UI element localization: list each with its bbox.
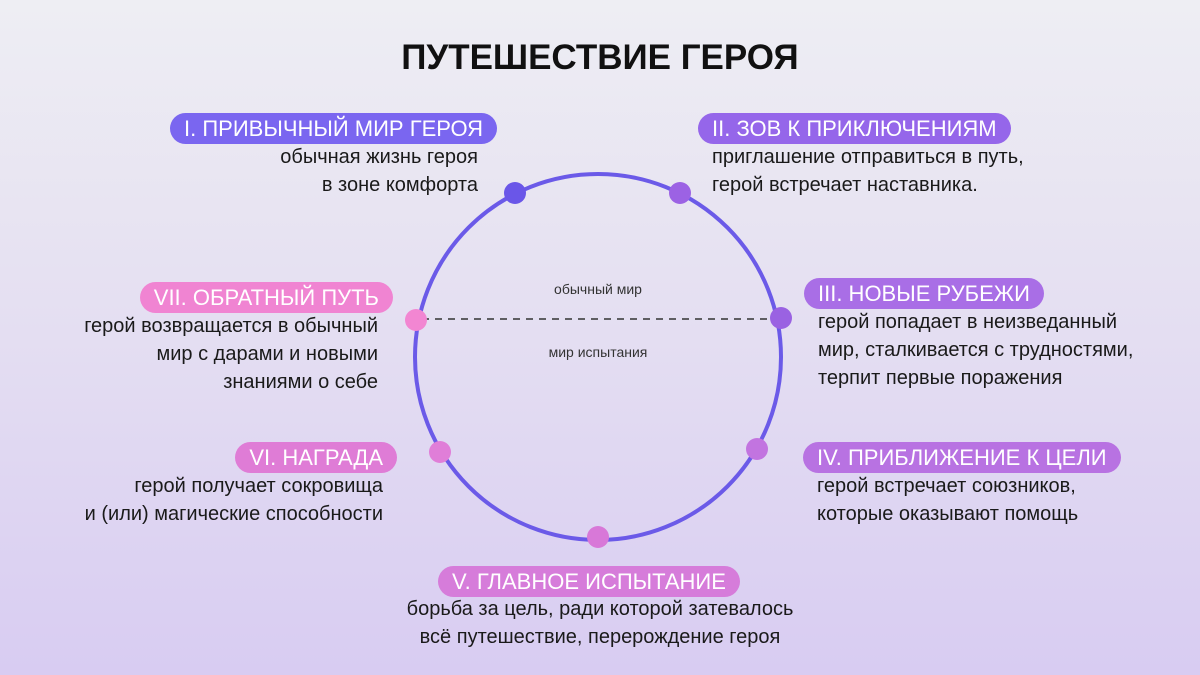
stage-4-description: герой встречает союзников,которые оказыв… [817,475,1079,525]
page-title: ПУТЕШЕСТВИЕ ГЕРОЯ [401,38,799,77]
stage-1-dot [504,182,526,204]
stage-2-pill: II. ЗОВ К ПРИКЛЮЧЕНИЯМ [698,113,1011,144]
stage-7-dot [405,309,427,331]
stage-2-dot [669,182,691,204]
stage-5-dot [587,526,609,548]
stage-4-dot [746,438,768,460]
stage-2-description: приглашение отправиться в путь,герой вст… [712,146,1024,196]
stage-5-pill: V. ГЛАВНОЕ ИСПЫТАНИЕ [438,566,740,597]
stage-3-pill: III. НОВЫЕ РУБЕЖИ [804,278,1044,309]
stage-7-pill: VII. ОБРАТНЫЙ ПУТЬ [139,282,393,313]
stage-6-dot [429,441,451,463]
stage-6-pill: VI. НАГРАДА [235,442,397,473]
stage-4-pill: IV. ПРИБЛИЖЕНИЕ К ЦЕЛИ [803,442,1121,473]
stage-3-dot [770,307,792,329]
stage-1-pill: I. ПРИВЫЧНЫЙ МИР ГЕРОЯ [170,113,497,144]
lower-world-label: мир испытания [548,344,648,360]
upper-world-label: обычный мир [554,281,642,297]
